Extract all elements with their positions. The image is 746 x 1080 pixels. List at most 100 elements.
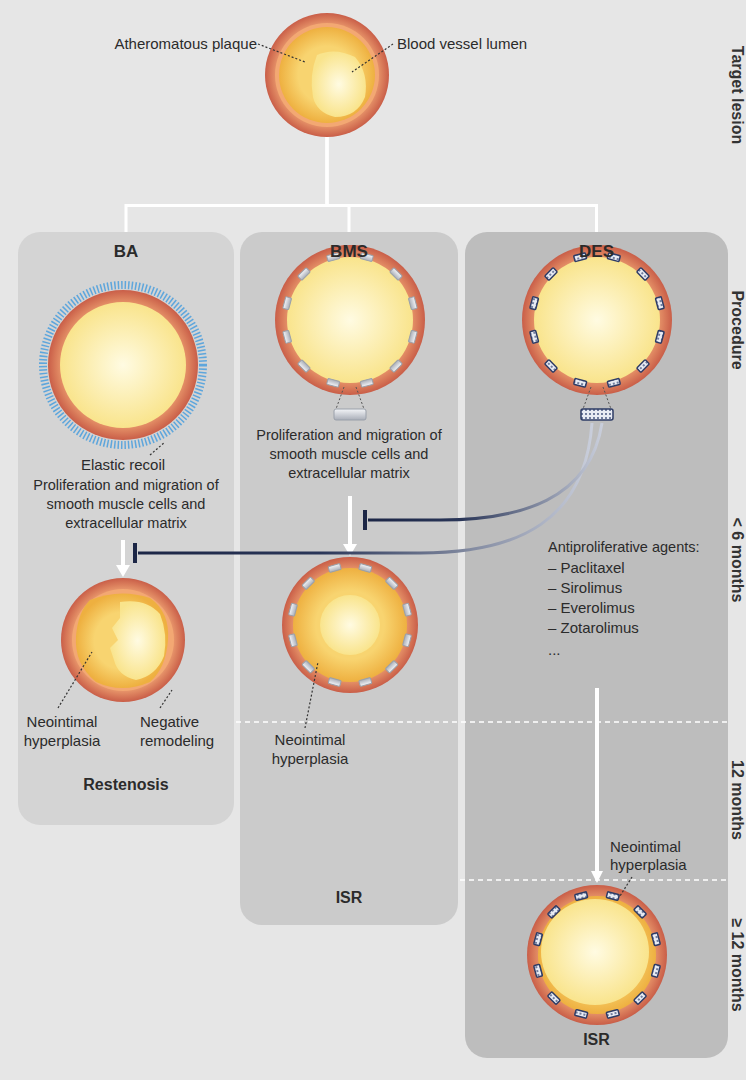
illustration-part [121, 540, 125, 566]
illustration-part [334, 409, 366, 420]
lesion-shape [265, 13, 389, 137]
illustration-part [548, 906, 561, 919]
illustration-part [320, 595, 380, 655]
illustration-part [356, 387, 364, 409]
annotation-label: Proliferation and migration of smooth mu… [243, 426, 455, 483]
illustration-part [359, 678, 372, 687]
illustration-part [328, 678, 341, 687]
illustration-part [160, 690, 172, 708]
panel-heading: DES [465, 242, 728, 262]
illustration-part [606, 1009, 619, 1018]
illustration-part [634, 906, 647, 919]
illustration-part [530, 253, 665, 388]
illustration-part [637, 360, 650, 373]
illustration-part [408, 297, 417, 310]
illustration-part [363, 510, 367, 530]
panel-outcome: ISR [240, 888, 458, 908]
illustration-part [61, 578, 185, 702]
illustration-part [293, 568, 407, 682]
tree-connector [327, 137, 597, 232]
illustration-part [522, 245, 672, 395]
illustration-part [538, 896, 656, 1014]
illustration-part [305, 662, 318, 728]
illustration-part [603, 387, 611, 409]
illustration-part [545, 360, 558, 373]
illustration-part [655, 297, 664, 310]
annotation-label: Neointimal hyperplasia [610, 838, 710, 874]
panel-heading: BA [18, 242, 234, 262]
illustration-part [43, 285, 203, 445]
illustration-part [607, 253, 620, 262]
illustration-part [360, 378, 373, 387]
annotation-label: Antiproliferative agents: [548, 538, 726, 557]
illustration-part [289, 564, 412, 687]
lesion-circle: Atheromatous plaqueBlood vessel lumen [265, 13, 389, 137]
callout-label: Atheromatous plaque [105, 35, 257, 53]
illustration-part [548, 992, 561, 1005]
panel-outcome: Restenosis [18, 775, 234, 795]
illustration-part [298, 360, 311, 373]
annotation-label: Negative remodeling [140, 712, 232, 750]
illustration-part [403, 634, 412, 647]
annotation-label: Elastic recoil [23, 455, 223, 474]
illustration-part [150, 442, 165, 455]
illustration-part [352, 44, 393, 72]
illustration-part [287, 257, 413, 383]
illustration-part [574, 253, 587, 262]
illustration-part [574, 378, 587, 387]
annotation-label: – Everolimus [548, 598, 718, 617]
illustration-part [116, 565, 130, 577]
annotation-label: Proliferation and migration of smooth mu… [20, 476, 232, 533]
annotation-label: – Zotarolimus [548, 618, 718, 637]
illustration-part [289, 603, 298, 616]
annotation-label: – Sirolimus [548, 578, 718, 597]
illustration-part [607, 378, 620, 387]
time-axis-label: Target lesion [728, 46, 746, 144]
illustration-part [534, 933, 543, 946]
illustration-part [408, 330, 417, 343]
illustration-part [460, 879, 728, 881]
illustration-part [390, 360, 403, 373]
illustration-part [385, 577, 398, 590]
time-axis-label: < 6 months [728, 518, 746, 603]
time-axis-label: Procedure [728, 290, 746, 369]
illustration-part [634, 992, 647, 1005]
illustration-part [348, 496, 352, 545]
illustration-part [620, 877, 632, 896]
illustration-part [328, 564, 341, 573]
annotation-label: – Paclitaxel [548, 558, 718, 577]
illustration-part [283, 330, 292, 343]
illustration-part [545, 268, 558, 281]
illustration-part [283, 297, 292, 310]
illustration-part [595, 688, 599, 872]
illustration-part [302, 660, 315, 673]
illustration-part [527, 885, 667, 1025]
illustration-part [60, 302, 186, 428]
illustration-part [534, 892, 661, 1019]
illustration-part [275, 245, 425, 395]
illustration-part [133, 543, 137, 563]
illustration-part [236, 721, 728, 723]
time-axis-label: ≥ 12 months [728, 918, 746, 1011]
illustration-part [327, 378, 340, 387]
annotation-label: Neointimal hyperplasia [255, 730, 365, 768]
illustration-part [651, 964, 660, 977]
illustration-part [258, 44, 305, 62]
illustration-part [359, 564, 372, 573]
illustration-part [575, 1009, 588, 1018]
tree-connector [327, 137, 349, 232]
illustration-part [581, 409, 613, 420]
illustration-part [530, 330, 539, 343]
illustration-part [403, 603, 412, 616]
panel-outcome: ISR [465, 1030, 728, 1050]
illustration-part [327, 253, 340, 262]
illustration-part [385, 660, 398, 673]
annotation-label: Neointimal hyperplasia [12, 712, 112, 750]
illustration-part [591, 871, 603, 883]
illustration-part [541, 899, 649, 1005]
illustration-part [72, 589, 174, 691]
illustration-part [336, 387, 344, 409]
illustration-part [534, 257, 660, 383]
illustration-part [110, 601, 165, 680]
illustration-part [534, 964, 543, 977]
